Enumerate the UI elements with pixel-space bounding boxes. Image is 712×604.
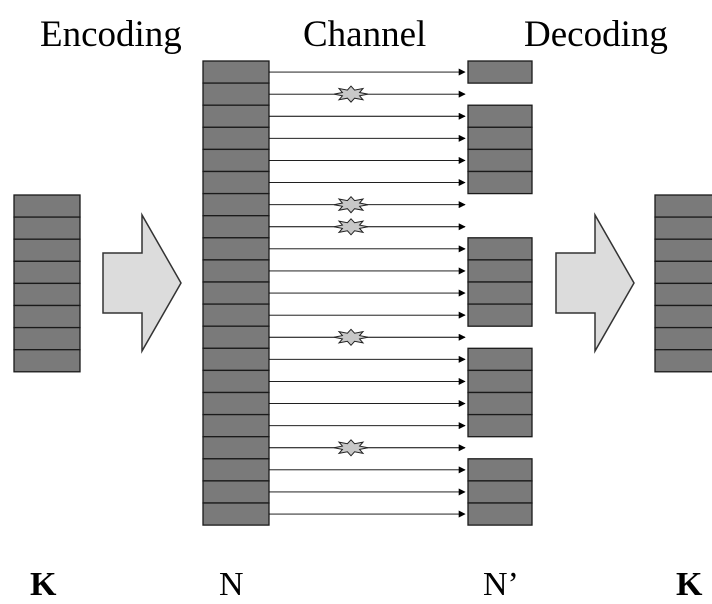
packet-loss-burst-icon bbox=[333, 85, 369, 103]
decoded-packet bbox=[654, 238, 712, 262]
encoded-packets-column bbox=[202, 60, 270, 526]
received-packet bbox=[467, 391, 533, 416]
decoded-packet bbox=[654, 194, 712, 218]
encoded-packet bbox=[202, 347, 270, 372]
packet-loss-burst-icon bbox=[333, 195, 369, 214]
received-packet bbox=[467, 413, 533, 438]
encoded-packet bbox=[202, 60, 270, 84]
source-packet bbox=[13, 216, 81, 240]
encoded-packet bbox=[202, 148, 270, 173]
encoded-packet bbox=[202, 413, 270, 438]
received-packet bbox=[467, 237, 533, 261]
decoded-packet bbox=[654, 326, 712, 351]
encoded-packet bbox=[202, 391, 270, 416]
source-packet bbox=[13, 260, 81, 285]
encoded-packet bbox=[202, 502, 270, 526]
packet-loss-burst-icon bbox=[333, 218, 369, 236]
received-packet bbox=[467, 259, 533, 283]
encoded-packet bbox=[202, 126, 270, 151]
source-packets-column bbox=[13, 194, 81, 373]
encoded-packet bbox=[202, 303, 270, 327]
encoded-packet bbox=[202, 82, 270, 106]
decoding-heading: Decoding bbox=[524, 14, 668, 55]
received-packet bbox=[467, 458, 533, 482]
received-packet bbox=[467, 347, 533, 372]
encoded-packet bbox=[202, 436, 270, 460]
encoded-packet bbox=[202, 170, 270, 195]
encoded-packet bbox=[202, 259, 270, 283]
received-packet bbox=[467, 148, 533, 173]
encoded-packet bbox=[202, 192, 270, 217]
decoded-packet bbox=[654, 349, 712, 373]
decoded-packet bbox=[654, 260, 712, 285]
encoded-packet bbox=[202, 281, 270, 305]
decoded-packet bbox=[654, 216, 712, 240]
encoded-packet bbox=[202, 215, 270, 239]
received-packet bbox=[467, 281, 533, 305]
received-packet bbox=[467, 369, 533, 394]
channel-heading: Channel bbox=[303, 14, 426, 55]
received-packets-column bbox=[467, 60, 533, 526]
packet-loss-burst-icon bbox=[333, 328, 369, 347]
received-count-label: N’ bbox=[483, 566, 519, 603]
received-packet bbox=[467, 104, 533, 128]
received-packet bbox=[467, 480, 533, 504]
decoded-packets-column bbox=[654, 194, 712, 373]
received-packet bbox=[467, 502, 533, 526]
source-packet bbox=[13, 238, 81, 262]
encoded-packet bbox=[202, 237, 270, 261]
right-block-arrow-icon bbox=[555, 212, 635, 354]
decoded-count-label: K bbox=[676, 566, 703, 603]
decoded-packet bbox=[654, 282, 712, 307]
encoded-packet bbox=[202, 369, 270, 394]
source-packet bbox=[13, 349, 81, 373]
encoded-count-label: N bbox=[219, 566, 244, 603]
received-packet bbox=[467, 60, 533, 84]
encoding-heading: Encoding bbox=[40, 14, 182, 55]
received-packet bbox=[467, 126, 533, 151]
received-packet bbox=[467, 303, 533, 327]
encoded-packet bbox=[202, 325, 270, 349]
received-packet bbox=[467, 170, 533, 195]
source-count-label: K bbox=[30, 566, 57, 603]
right-block-arrow-icon bbox=[102, 212, 182, 354]
source-packet bbox=[13, 304, 81, 329]
encoded-packet bbox=[202, 480, 270, 504]
packet-loss-burst-icon bbox=[333, 439, 369, 457]
channel-lines bbox=[269, 68, 466, 518]
source-packet bbox=[13, 282, 81, 307]
source-packet bbox=[13, 194, 81, 218]
decoded-packet bbox=[654, 304, 712, 329]
encoded-packet bbox=[202, 458, 270, 482]
source-packet bbox=[13, 326, 81, 351]
encoded-packet bbox=[202, 104, 270, 128]
